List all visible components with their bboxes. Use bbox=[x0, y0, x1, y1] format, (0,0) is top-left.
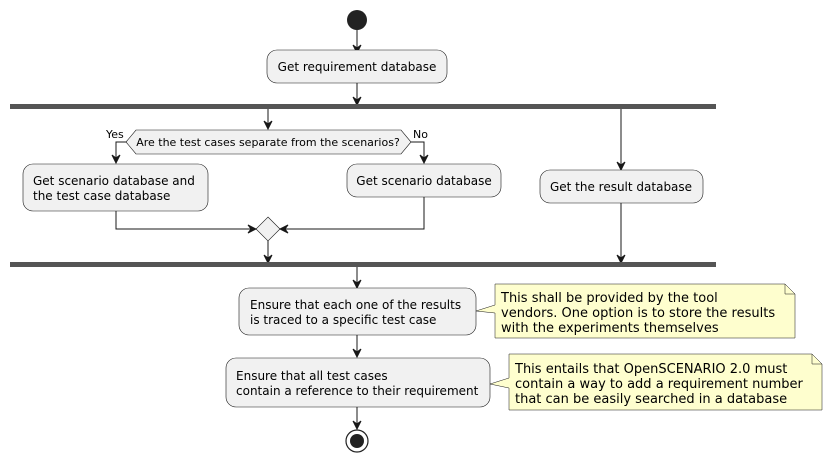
arrowhead bbox=[352, 96, 362, 107]
edge-no-branch bbox=[411, 141, 425, 161]
activity-label: Get requirement database bbox=[278, 60, 437, 74]
activity-label: the test case database bbox=[33, 189, 170, 203]
join-bar bbox=[10, 262, 716, 267]
note-line: This shall be provided by the tool bbox=[500, 291, 718, 306]
activity-label: Get scenario database bbox=[356, 174, 491, 188]
activity-label: Get scenario database and bbox=[33, 174, 195, 188]
start-node bbox=[347, 10, 367, 30]
note-line: with the experiments themselves bbox=[501, 321, 719, 336]
activity-ensure-results-traced: Ensure that each one of the results is t… bbox=[238, 287, 477, 336]
activity-label: is traced to a specific test case bbox=[250, 313, 436, 327]
fork-bar bbox=[10, 104, 716, 109]
arrowhead bbox=[247, 224, 258, 234]
arrowhead bbox=[278, 224, 289, 234]
branch-no-label: No bbox=[413, 128, 428, 141]
end-node bbox=[345, 429, 369, 453]
decision-test-cases-separate: Are the test cases separate from the sce… bbox=[125, 129, 412, 155]
arrowhead bbox=[111, 154, 121, 165]
activity-label: Get the result database bbox=[550, 180, 692, 194]
arrowhead bbox=[616, 161, 626, 172]
note-line: vendors. One option is to store the resu… bbox=[501, 306, 775, 321]
arrowhead bbox=[352, 279, 362, 290]
activity-get-result-database: Get the result database bbox=[539, 169, 704, 204]
activity-label: Ensure that all test cases bbox=[236, 369, 388, 383]
arrowhead bbox=[419, 154, 429, 165]
activity-label: contain a reference to their requirement bbox=[236, 384, 479, 398]
arrowhead bbox=[352, 420, 362, 431]
activity-get-scenario-database: Get scenario database bbox=[346, 163, 502, 198]
note-line: This entails that OpenSCENARIO 2.0 must bbox=[514, 362, 787, 377]
activity-ensure-testcases-reference: Ensure that all test cases contain a ref… bbox=[225, 357, 491, 408]
note-line: that can be easily searched in a databas… bbox=[515, 392, 787, 407]
activity-label: Ensure that each one of the results bbox=[250, 298, 461, 312]
activity-get-requirement-database: Get requirement database bbox=[266, 49, 448, 84]
edge-left-to-merge bbox=[115, 211, 254, 230]
arrowhead bbox=[352, 348, 362, 359]
arrowhead bbox=[263, 254, 273, 265]
arrowhead bbox=[616, 254, 626, 265]
note-openscenario-requirement: This entails that OpenSCENARIO 2.0 must … bbox=[489, 353, 823, 411]
merge-diamond bbox=[255, 216, 281, 242]
note-line: contain a way to add a requirement numbe… bbox=[515, 377, 804, 392]
edge-right-to-merge bbox=[282, 197, 425, 230]
arrowhead bbox=[263, 120, 273, 131]
edge-yes-branch bbox=[115, 141, 126, 161]
activity-get-scenario-and-testcase-database: Get scenario database and the test case … bbox=[22, 163, 209, 212]
decision-label: Are the test cases separate from the sce… bbox=[136, 136, 400, 149]
note-tool-vendors: This shall be provided by the tool vendo… bbox=[475, 283, 796, 339]
branch-yes-label: Yes bbox=[105, 128, 124, 141]
